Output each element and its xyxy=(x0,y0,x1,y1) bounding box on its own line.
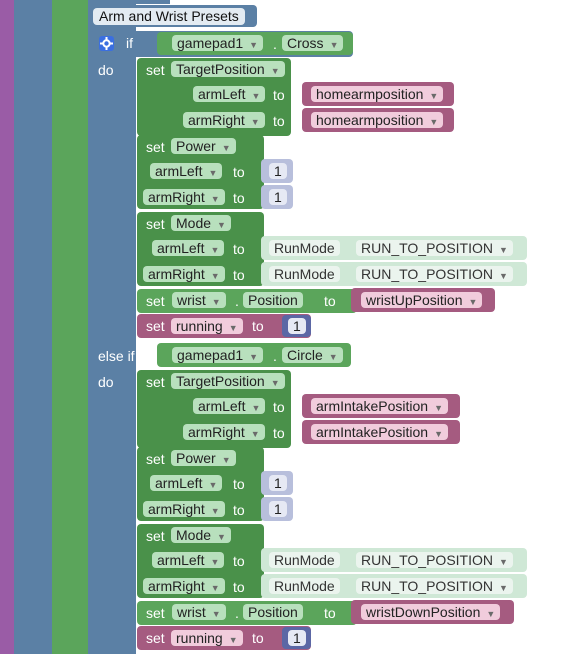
property-dropdown[interactable]: TargetPosition▼ xyxy=(171,373,285,389)
property-dropdown[interactable]: TargetPosition▼ xyxy=(171,61,285,77)
set-label: set xyxy=(146,630,165,646)
variable-dropdown[interactable]: armIntakePosition▼ xyxy=(311,398,448,414)
button-dropdown[interactable]: Cross▼ xyxy=(282,35,344,51)
variable-dropdown[interactable]: wristUpPosition▼ xyxy=(361,292,483,308)
property-dropdown[interactable]: Mode▼ xyxy=(171,215,231,231)
do-label: do xyxy=(98,62,114,78)
set-label: set xyxy=(146,216,165,232)
property-dropdown[interactable]: Power▼ xyxy=(171,450,236,466)
motor-dropdown[interactable]: armRight▼ xyxy=(183,112,265,128)
runmode-label: RunMode xyxy=(269,266,340,282)
motor-dropdown[interactable]: armLeft▼ xyxy=(193,398,266,414)
variable-dropdown[interactable]: wristDownPosition▼ xyxy=(361,604,501,620)
do-label: do xyxy=(98,374,114,390)
variable-dropdown[interactable]: homearmposition▼ xyxy=(311,86,444,102)
number-value[interactable]: 1 xyxy=(269,475,287,491)
button-dropdown[interactable]: Circle▼ xyxy=(282,347,343,363)
to-label: to xyxy=(252,318,264,334)
set-label: set xyxy=(146,318,165,334)
to-label: to xyxy=(233,267,245,283)
set-label: set xyxy=(146,451,165,467)
runmode-dropdown[interactable]: RUN_TO_POSITION▼ xyxy=(356,240,513,256)
number-value[interactable]: 1 xyxy=(269,163,287,179)
variable-dropdown[interactable]: running▼ xyxy=(171,318,243,334)
set-label: set xyxy=(146,62,165,78)
to-label: to xyxy=(273,425,285,441)
motor-dropdown[interactable]: armRight▼ xyxy=(143,189,225,205)
dot-label: . xyxy=(273,36,277,52)
gamepad-dropdown[interactable]: gamepad1▼ xyxy=(172,35,264,51)
if-else-block-spine[interactable] xyxy=(88,0,136,654)
variable-dropdown[interactable]: homearmposition▼ xyxy=(311,112,444,128)
number-value[interactable]: 1 xyxy=(269,189,287,205)
motor-dropdown[interactable]: armLeft▼ xyxy=(150,163,223,179)
set-label: set xyxy=(146,528,165,544)
dot-label: . xyxy=(235,605,239,621)
to-label: to xyxy=(233,164,245,180)
property-dropdown[interactable]: Mode▼ xyxy=(171,527,231,543)
to-label: to xyxy=(233,476,245,492)
motor-dropdown[interactable]: armLeft▼ xyxy=(152,552,225,568)
property-dropdown[interactable]: Power▼ xyxy=(171,138,236,154)
set-label: set xyxy=(146,139,165,155)
to-label: to xyxy=(233,553,245,569)
variable-dropdown[interactable]: armIntakePosition▼ xyxy=(311,424,448,440)
servo-property: Position xyxy=(243,292,303,308)
if-label: if xyxy=(126,35,133,51)
motor-dropdown[interactable]: armRight▼ xyxy=(143,501,225,517)
set-label: set xyxy=(146,605,165,621)
runmode-label: RunMode xyxy=(269,552,340,568)
set-label: set xyxy=(146,374,165,390)
gamepad-dropdown[interactable]: gamepad1▼ xyxy=(172,347,264,363)
gear-icon[interactable] xyxy=(99,36,114,51)
number-value[interactable]: 1 xyxy=(269,501,287,517)
servo-property: Position xyxy=(243,604,303,620)
set-label: set xyxy=(146,293,165,309)
servo-dropdown[interactable]: wrist▼ xyxy=(172,292,226,308)
else-if-label: else if xyxy=(98,348,135,364)
runmode-label: RunMode xyxy=(269,578,340,594)
outer-if-block xyxy=(52,0,88,654)
to-label: to xyxy=(233,190,245,206)
to-label: to xyxy=(273,399,285,415)
to-label: to xyxy=(233,579,245,595)
motor-dropdown[interactable]: armRight▼ xyxy=(183,424,265,440)
to-label: to xyxy=(252,630,264,646)
runmode-dropdown[interactable]: RUN_TO_POSITION▼ xyxy=(356,552,513,568)
motor-dropdown[interactable]: armLeft▼ xyxy=(150,475,223,491)
number-value[interactable]: 1 xyxy=(288,318,306,334)
runmode-label: RunMode xyxy=(269,240,340,256)
comment-text[interactable]: Arm and Wrist Presets xyxy=(93,8,245,25)
number-value[interactable]: 1 xyxy=(288,630,306,646)
variable-dropdown[interactable]: running▼ xyxy=(171,630,243,646)
to-label: to xyxy=(233,502,245,518)
outer-function-block xyxy=(0,0,14,654)
runmode-dropdown[interactable]: RUN_TO_POSITION▼ xyxy=(356,266,513,282)
motor-dropdown[interactable]: armLeft▼ xyxy=(193,86,266,102)
to-label: to xyxy=(273,87,285,103)
motor-dropdown[interactable]: armRight▼ xyxy=(143,266,225,282)
outer-loop-block xyxy=(14,0,52,654)
servo-dropdown[interactable]: wrist▼ xyxy=(172,604,226,620)
to-label: to xyxy=(273,113,285,129)
to-label: to xyxy=(233,241,245,257)
to-label: to xyxy=(324,293,336,309)
runmode-dropdown[interactable]: RUN_TO_POSITION▼ xyxy=(356,578,513,594)
dot-label: . xyxy=(273,348,277,364)
motor-dropdown[interactable]: armLeft▼ xyxy=(152,240,225,256)
to-label: to xyxy=(324,605,336,621)
dot-label: . xyxy=(235,293,239,309)
motor-dropdown[interactable]: armRight▼ xyxy=(143,578,225,594)
